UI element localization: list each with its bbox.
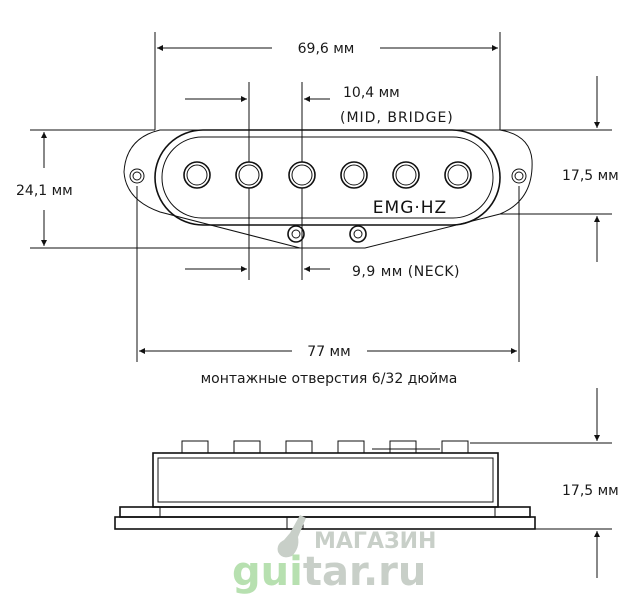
pole-piece [183,161,211,189]
dimension-neck-spacing: 9,9 мм (NECK) [185,188,460,280]
base-plate-bottom [114,516,536,530]
pole-piece [288,161,316,189]
dimension-mount-width: 77 мм монтажные отверстия 6/32 дюйма [136,186,520,387]
label-side-height: 17,5 мм [562,483,619,499]
label-mount-width: 77 мм [307,344,350,360]
label-height-left: 24,1 мм [16,183,73,199]
label-height-right: 17,5 мм [562,168,619,184]
mounting-hole-right [511,168,527,184]
label-pole-spacing: 10,4 мм [343,85,400,101]
watermark-line1: МАГАЗИН [314,529,436,554]
label-neck-spacing: 9,9 мм (NECK) [352,264,460,280]
pickup-cover [154,129,501,226]
pole-pieces [183,161,472,189]
pickup-top-view: EMG·HZ [123,129,533,249]
label-mount-note: монтажные отверстия 6/32 дюйма [201,371,458,387]
dimension-pole-spacing: 10,4 мм (MID, BRIDGE) [185,82,454,162]
dimension-side-height: 17,5 мм [470,388,619,578]
watermark-logo: МАГАЗИН guitar.ru [232,515,436,595]
pole-tops [181,440,469,454]
base-plate-top [119,506,531,518]
guitar-icon [277,515,306,558]
pickup-side-view [114,440,536,530]
screw-left [287,225,305,243]
side-body [152,452,499,508]
watermark-line2-a: guitar.ru [232,549,426,595]
pickup-cover-inner [161,136,494,219]
dimension-top-width: 69,6 мм [154,32,501,130]
label-pole-spacing-note: (MID, BRIDGE) [340,110,454,126]
label-top-width: 69,6 мм [298,41,355,57]
dimension-height-left: 24,1 мм [16,129,300,249]
pole-piece [340,161,368,189]
pole-piece [444,161,472,189]
mounting-hole-left [129,168,145,184]
screw-right [349,225,367,243]
pole-piece [235,161,263,189]
mounting-flange-outline [123,129,533,249]
logo-text: EMG·HZ [373,198,447,218]
pole-piece [392,161,420,189]
